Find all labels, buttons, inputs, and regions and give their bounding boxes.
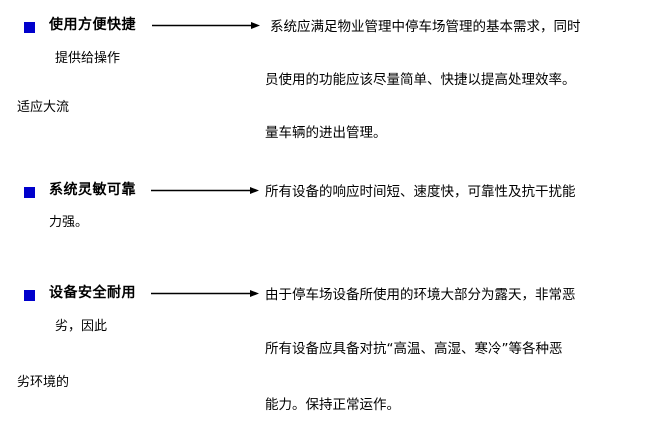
section-3-body-line-2: 所有设备应具备对抗“高温、高湿、寒冷”等各种恶 <box>265 341 563 357</box>
section-1-left-line-1: 提供给操作 <box>55 51 121 66</box>
bullet-square-icon-1 <box>24 22 35 33</box>
section-2-body-line-1: 所有设备的响应时间短、速度快，可靠性及抗干扰能 <box>265 184 576 200</box>
bullet-square-icon-3 <box>24 290 35 301</box>
section-1-body-line-3: 量车辆的进出管理。 <box>265 125 387 141</box>
section-3-left-line-2: 劣环境的 <box>17 375 70 390</box>
section-heading-2: 系统灵敏可靠 <box>49 182 136 198</box>
right-arrow-icon-3 <box>151 289 259 298</box>
bullet-square-icon-2 <box>24 187 35 198</box>
section-heading-1: 使用方便快捷 <box>49 17 136 33</box>
section-3-body-line-3: 能力。保持正常运作。 <box>265 397 400 413</box>
section-3-left-line-1: 劣，因此 <box>55 319 108 334</box>
right-arrow-icon-2 <box>151 186 259 195</box>
right-arrow-icon-1 <box>152 21 260 30</box>
section-1-left-line-2: 适应大流 <box>17 100 70 115</box>
section-2-left-line-1: 力强。 <box>49 215 89 230</box>
section-heading-3: 设备安全耐用 <box>49 285 136 301</box>
section-1-body-line-1: 系统应满足物业管理中停车场管理的基本需求，同时 <box>270 19 581 35</box>
section-3-body-line-1: 由于停车场设备所使用的环境大部分为露天，非常恶 <box>265 287 576 303</box>
section-1-body-line-2: 员使用的功能应该尽量简单、快捷以提高处理效率。 <box>265 72 576 88</box>
